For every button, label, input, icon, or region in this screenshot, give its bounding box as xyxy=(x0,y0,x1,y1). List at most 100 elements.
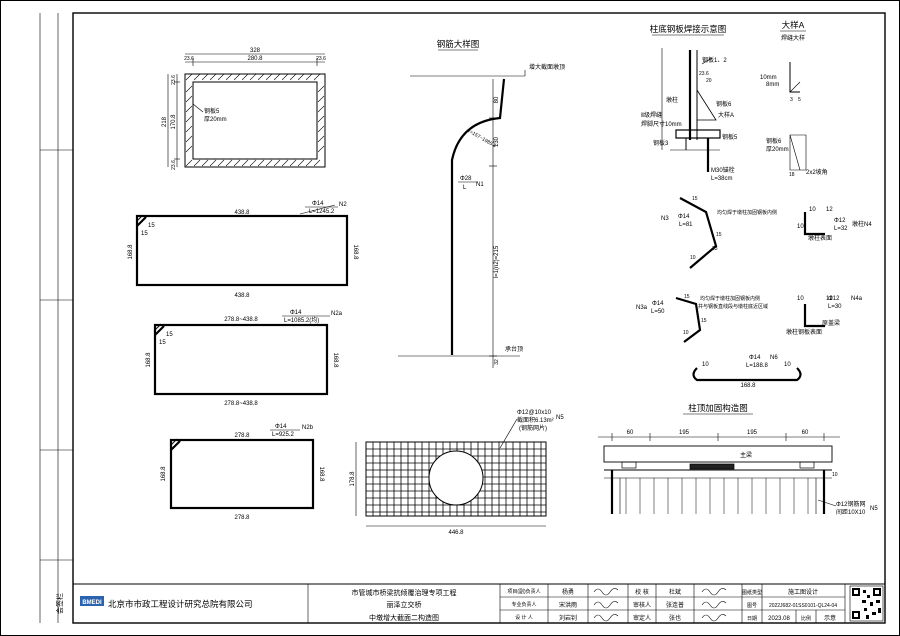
rebar-n2a: 15 15 278.8~438.8 278.8~438.8 168.8 168.… xyxy=(146,310,343,407)
tb-r3-c6: 2023.08 xyxy=(768,616,790,622)
column-opening xyxy=(428,450,484,506)
cap-top-label: 承台顶 xyxy=(505,345,523,353)
tb-r3-c2: 刘岩钊 xyxy=(559,614,577,622)
plate-width: 328 xyxy=(250,48,261,54)
mesh-spacing: Φ12@10x10 xyxy=(517,410,552,416)
weld-title: 柱底钢板焊接示意图 xyxy=(650,24,727,34)
cap-mesh-label: Φ12钢筋网 xyxy=(836,500,865,508)
n2b-top-length: 278.8 xyxy=(234,433,250,439)
signature-designer xyxy=(593,614,619,622)
countersign-label: 会签栏 xyxy=(55,593,64,614)
cap-mesh-tag: N5 xyxy=(870,506,878,512)
logo-text: BMEDI xyxy=(82,600,102,606)
plate-label: 钢板5 xyxy=(204,107,220,115)
n2a-hook-a: 15 xyxy=(166,332,173,338)
weld-label-plate6: 钢板6 xyxy=(716,100,732,108)
n2b-bottom-length: 278.8 xyxy=(234,515,250,521)
n2-right-height: 168.8 xyxy=(352,244,358,260)
signature-designer-lead xyxy=(593,601,619,609)
n2-left-height: 168.8 xyxy=(128,244,134,260)
n3-dim-b: 15 xyxy=(716,232,722,238)
cap-dim-195a: 195 xyxy=(679,430,690,436)
n4a-dim-b: 12 xyxy=(826,296,833,302)
tb-r2-c3: 审核人 xyxy=(633,601,651,609)
weld-label-plate5: 钢板5 xyxy=(722,133,738,141)
n3a-dim-a: 15 xyxy=(684,294,690,300)
n2a-length: L=1085.2(均) xyxy=(284,316,319,324)
n3a-length: L=50 xyxy=(651,309,665,315)
n2b-right-height: 168.8 xyxy=(318,466,324,482)
n4-tag: 墩柱N4 xyxy=(852,220,872,228)
cap-dim-60a: 60 xyxy=(627,430,634,436)
detail-a-thickness: 厚20mm xyxy=(766,146,789,153)
tb-r1-c2: 杨勇 xyxy=(562,588,574,596)
n6-tag: N6 xyxy=(770,355,778,361)
weld-label-grade: Ⅱ级焊缝 xyxy=(641,111,662,119)
weld-label-dim1: 23.6 xyxy=(699,71,709,77)
n2b-tag: N2b xyxy=(302,425,314,431)
n6-diameter: Φ14 xyxy=(749,355,761,361)
company-name: 北京市市政工程设计研究总院有限公司 xyxy=(108,599,253,609)
rebar-dim-long: l=1(n2)=215 xyxy=(494,245,500,278)
detail-a-title: 大样A xyxy=(782,20,805,30)
tb-r3-c3: 审定人 xyxy=(633,614,651,622)
detail-a-subtitle: 焊缝大样 xyxy=(781,34,805,42)
rebar-n3a: N3a Φ14 L=50 15 15 10 均匀焊于墩柱加固钢板内侧 并与钢板直… xyxy=(636,294,768,343)
signature-reviewer xyxy=(701,588,727,596)
weld-label-anchor: M30锚栓 xyxy=(711,166,735,174)
n2b-length: L=925.2 xyxy=(272,432,295,438)
detail-a-bevel: 2x2坡角 xyxy=(806,168,828,176)
tb-r2-c6: 2022J682-01SS0101-QL24-04 xyxy=(769,603,837,609)
n3-dim-d: 10 xyxy=(690,255,696,261)
rebar-n1-tag: N1 xyxy=(476,182,484,188)
n6-dim-b: 10 xyxy=(784,362,791,368)
signature-approver xyxy=(701,614,727,622)
cap-girder-label: 主梁 xyxy=(740,451,752,459)
rebar-n2: 15 15 438.8 438.8 168.8 168.8 Φ14 L=1245… xyxy=(128,201,358,299)
weld-label-anchor-len: L=38cm xyxy=(711,176,733,182)
drawing-name: 中墩增大截面二构造图 xyxy=(369,613,439,622)
n3a-tag: N3a xyxy=(636,305,648,311)
cap-title: 柱顶加固构造图 xyxy=(688,403,748,413)
tb-r2-c1: 专业负责人 xyxy=(511,601,536,608)
rebar-detail-n1: 钢筋大样图 增大截面墩顶 承台顶 80 130 l=1(n2)=215 32 r… xyxy=(398,39,565,368)
weld-label-plate3: 钢板3 xyxy=(653,139,669,147)
rebar-n6: 10 10 Φ14 L=188.8 N6 168.8 xyxy=(692,355,802,389)
n2-tag: N2 xyxy=(339,202,347,208)
plate-width-inner: 280.8 xyxy=(247,56,263,62)
weld-label-column: 墩柱 xyxy=(666,96,678,104)
project-name: 市管城市桥梁抗倾覆治理专项工程 xyxy=(352,588,457,597)
n4a-diameter: Φ12 xyxy=(828,296,840,302)
n2a-top-length: 278.8~438.8 xyxy=(224,317,258,323)
tb-r2-c5: 图号 xyxy=(747,603,757,609)
weld-label-dim2: 20 xyxy=(706,78,712,84)
weld-label-detail-a: 大样A xyxy=(718,111,734,119)
plate-width-left: 23.6 xyxy=(184,56,194,62)
n2a-bottom-length: 278.8~438.8 xyxy=(224,401,258,407)
signature-strip: 会签栏 xyxy=(39,13,73,623)
tb-r3-c5: 日期 xyxy=(747,616,757,622)
n3-dim-c: 33 xyxy=(712,246,718,252)
n2-length: L=1245.2 xyxy=(309,209,335,215)
weld-label-plates: 钢板1、2 xyxy=(702,56,727,64)
qr-code-icon xyxy=(849,585,884,622)
bridge-name: 丽泽立交桥 xyxy=(387,600,422,609)
n4-length: L=32 xyxy=(834,226,848,232)
detail-a-dim4: 5 xyxy=(798,97,801,103)
tb-r1-c3: 校 核 xyxy=(635,588,649,596)
mesh-height: 178.8 xyxy=(350,471,356,487)
n2a-diameter: Φ14 xyxy=(290,310,302,316)
rebar-n1-length: L xyxy=(463,185,467,191)
plate-height: 218 xyxy=(162,116,168,127)
column-base-weld-diagram: 柱底钢板焊接示意图 钢板1、2 23.6 20 墩柱 Ⅱ级焊缝 焊脚尺寸10mm… xyxy=(641,24,738,182)
plate-height-top: 23.6 xyxy=(171,75,177,85)
n4a-face1: 墩柱钢板表面 xyxy=(786,328,822,336)
n3a-note2: 并与钢板直线段与墩柱底近区域 xyxy=(698,303,768,310)
detail-a-dim5: 18 xyxy=(789,172,795,178)
bmedi-logo-icon xyxy=(80,596,104,606)
n4a-face2: 原盖梁 xyxy=(822,319,840,327)
tb-r1-c5: 图纸类型 xyxy=(742,589,762,596)
detail-a-plate: 钢板6 xyxy=(766,137,782,145)
n4-dim-b: 12 xyxy=(826,207,833,213)
